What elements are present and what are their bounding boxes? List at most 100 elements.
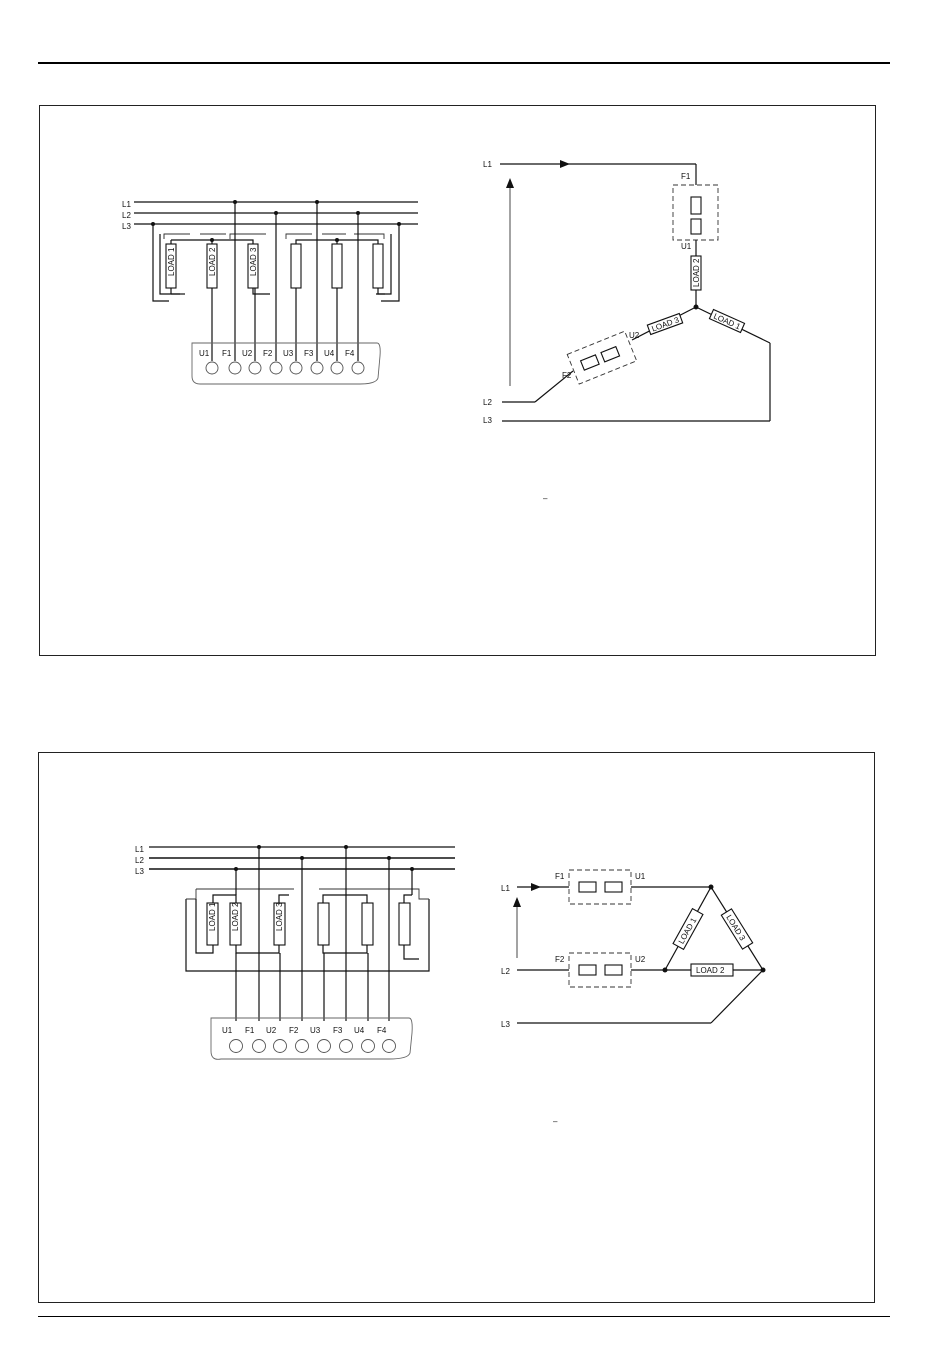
load-6-resistor — [373, 244, 383, 288]
line-label-l1: L1 — [135, 845, 144, 854]
terminal-screw — [318, 1040, 331, 1053]
load-5-resistor — [362, 903, 373, 945]
terminal-label-f4: F4 — [377, 1026, 387, 1035]
terminal-screw — [206, 362, 218, 374]
junction-dot — [210, 238, 214, 242]
delta-wiring-diagram: L1 L2 L3 LOAD 1 LOAD 2 LOAD 3 — [39, 753, 876, 1304]
terminal-label-u4: U4 — [354, 1026, 365, 1035]
load-2-label: LOAD 2 — [231, 902, 240, 931]
terminal-label-u3: U3 — [283, 349, 294, 358]
load-6-resistor — [399, 903, 410, 945]
terminal-screw — [249, 362, 261, 374]
load-1-label: LOAD 1 — [167, 247, 176, 276]
l1-arrow — [531, 883, 541, 891]
terminal-label-f1: F1 — [245, 1026, 255, 1035]
load-bracket — [164, 234, 266, 239]
thyristor-f1 — [691, 219, 701, 234]
load-2-label: LOAD 2 — [208, 247, 217, 276]
fuse-f1 — [579, 882, 596, 892]
terminal-label-u1: U1 — [222, 1026, 233, 1035]
star-connection-panel: L1 L2 L3 LOAD 1 LOAD 2 LOAD 3 — [39, 105, 876, 656]
delta-outer-frame — [186, 899, 429, 971]
load-bracket — [164, 234, 226, 239]
line-label-l3: L3 — [122, 222, 131, 231]
terminal-screw — [229, 362, 241, 374]
terminal-block: U1 F1 U2 F2 U3 F3 U4 F4 — [222, 1026, 396, 1053]
fuse-label-f2: F2 — [555, 955, 565, 964]
terminal-label-f3: F3 — [333, 1026, 343, 1035]
output-label-u1: U1 — [681, 242, 692, 251]
line-label-l1: L1 — [122, 200, 131, 209]
terminal-label-f3: F3 — [304, 349, 314, 358]
terminal-screw — [331, 362, 343, 374]
terminal-screw — [230, 1040, 243, 1053]
terminal-screw — [362, 1040, 375, 1053]
terminal-block: U1 F1 U2 F2 U3 F3 U4 F4 — [199, 349, 364, 374]
terminal-screw — [383, 1040, 396, 1053]
star-wiring-layout: L1 L2 L3 LOAD 1 LOAD 2 LOAD 3 — [122, 200, 418, 384]
load-3-label: LOAD 3 — [275, 902, 284, 931]
load-4-resistor — [291, 244, 301, 288]
fuse-f2 — [579, 965, 596, 975]
line-label-l1: L1 — [501, 884, 510, 893]
terminal-label-u3: U3 — [310, 1026, 321, 1035]
load-3-label: LOAD 3 — [249, 247, 258, 276]
star-wiring-diagram: L1 L2 L3 LOAD 1 LOAD 2 LOAD 3 — [40, 106, 877, 657]
line-label-l2: L2 — [501, 967, 510, 976]
terminal-screw — [274, 1040, 287, 1053]
terminal-label-u2: U2 — [242, 349, 253, 358]
load-4-resistor — [318, 903, 329, 945]
terminal-screw — [296, 1040, 309, 1053]
rotation-arrow-head — [506, 178, 514, 188]
delta-connection-panel: L1 L2 L3 LOAD 1 LOAD 2 LOAD 3 — [38, 752, 875, 1303]
output-label-u2: U2 — [635, 955, 646, 964]
fuse-label-f1: F1 — [681, 172, 691, 181]
fuse-f1 — [691, 197, 701, 214]
terminal-screw — [290, 362, 302, 374]
thyristor-f2 — [605, 965, 622, 975]
load-1: LOAD 1 — [673, 909, 703, 950]
terminal-label-u1: U1 — [199, 349, 210, 358]
delta-frame-top — [186, 889, 429, 899]
load-bracket — [286, 234, 384, 239]
output-label-u1: U1 — [635, 872, 646, 881]
dash-mark: – — [543, 494, 548, 503]
dash-mark: – — [553, 1117, 558, 1126]
load-3: LOAD 3 — [647, 313, 682, 334]
terminal-screw — [253, 1040, 266, 1053]
delta-schematic: L1 L2 L3 F1 U1 F2 U2 LOAD 1 LO — [501, 870, 766, 1126]
thyristor-f1 — [605, 882, 622, 892]
delta-wiring-layout: L1 L2 L3 LOAD 1 LOAD 2 LOAD 3 — [135, 845, 455, 1059]
load-2-label: LOAD 2 — [692, 258, 701, 287]
line-label-l1: L1 — [483, 160, 492, 169]
terminal-label-u2: U2 — [266, 1026, 277, 1035]
header-rule — [38, 62, 890, 64]
load-1-label: LOAD 1 — [712, 312, 742, 332]
rotation-arrow-head — [513, 897, 521, 907]
thyristor-f2 — [601, 347, 620, 362]
fuse-label-f1: F1 — [555, 872, 565, 881]
terminal-strip — [211, 1018, 412, 1059]
terminal-label-f1: F1 — [222, 349, 232, 358]
star-schematic: L1 L2 L3 F1 U1 LOAD 2 LOAD 3 U2 F2 — [483, 160, 770, 503]
load-2-label: LOAD 2 — [696, 966, 725, 975]
line-label-l3: L3 — [483, 416, 492, 425]
line-label-l2: L2 — [135, 856, 144, 865]
terminal-label-f2: F2 — [289, 1026, 299, 1035]
terminal-screw — [340, 1040, 353, 1053]
l1-arrow — [560, 160, 570, 168]
l3-wire-diagonal — [711, 970, 763, 1023]
load-5-resistor — [332, 244, 342, 288]
fuse-box-f2-group — [567, 331, 636, 384]
terminal-label-f2: F2 — [263, 349, 273, 358]
load-1-label: LOAD 1 — [208, 902, 217, 931]
terminal-label-u4: U4 — [324, 349, 335, 358]
fuse-f2 — [581, 355, 600, 370]
load-3: LOAD 3 — [721, 909, 752, 949]
output-label-u2: U2 — [629, 331, 640, 340]
line-label-l3: L3 — [501, 1020, 510, 1029]
terminal-screw — [270, 362, 282, 374]
line-label-l2: L2 — [122, 211, 131, 220]
load-1: LOAD 1 — [709, 310, 744, 333]
terminal-label-f4: F4 — [345, 349, 355, 358]
